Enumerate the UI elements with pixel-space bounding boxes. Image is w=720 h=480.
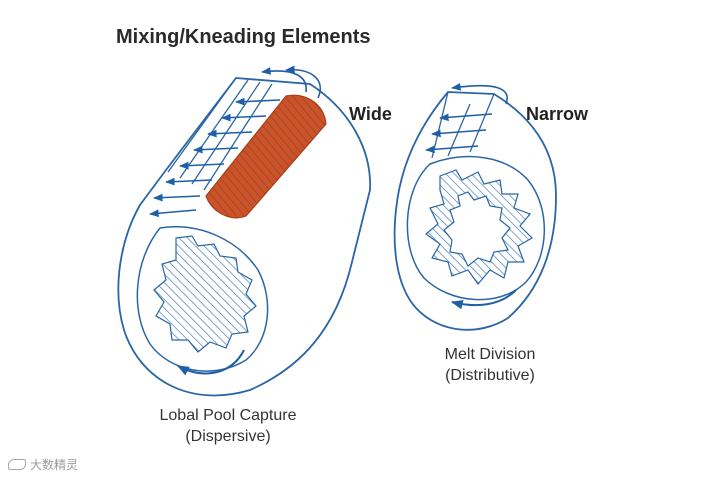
wide-gear-face — [153, 235, 257, 353]
watermark-logo-icon — [8, 459, 26, 470]
watermark: 大数精灵 — [8, 456, 78, 473]
narrow-flow-arrows — [425, 113, 493, 154]
narrow-inner-ring — [406, 155, 546, 301]
wide-inner-outline — [136, 226, 269, 372]
wide-top-arrow-2 — [285, 65, 321, 99]
watermark-text: 大数精灵 — [30, 458, 79, 472]
melt-division-caption: Melt Division (Distributive) — [380, 344, 600, 386]
narrow-kneading-element — [393, 83, 557, 331]
lobal-pool-caption-line1: Lobal Pool Capture — [159, 407, 297, 424]
narrow-top-arrow — [451, 83, 508, 105]
lobal-pool-caption: Lobal Pool Capture (Dispersive) — [118, 405, 338, 447]
wide-rotation-arrow — [176, 349, 245, 376]
diagram-title: Mixing/Kneading Elements — [116, 26, 371, 48]
lobal-pool-caption-line2: (Dispersive) — [185, 428, 271, 445]
melt-division-caption-line1: Melt Division — [444, 346, 536, 363]
wide-label: Wide — [349, 104, 392, 124]
wide-flight-band — [205, 94, 327, 219]
wide-top-arrow-1 — [261, 67, 307, 93]
narrow-label: Narrow — [526, 104, 589, 124]
wide-flow-arrows — [149, 97, 281, 218]
wide-kneading-element — [117, 65, 371, 397]
melt-division-caption-line2: (Distributive) — [445, 367, 535, 384]
narrow-hollow-center — [443, 191, 511, 267]
wide-barrel-outline — [117, 77, 371, 397]
narrow-rotation-arrow — [450, 289, 517, 310]
